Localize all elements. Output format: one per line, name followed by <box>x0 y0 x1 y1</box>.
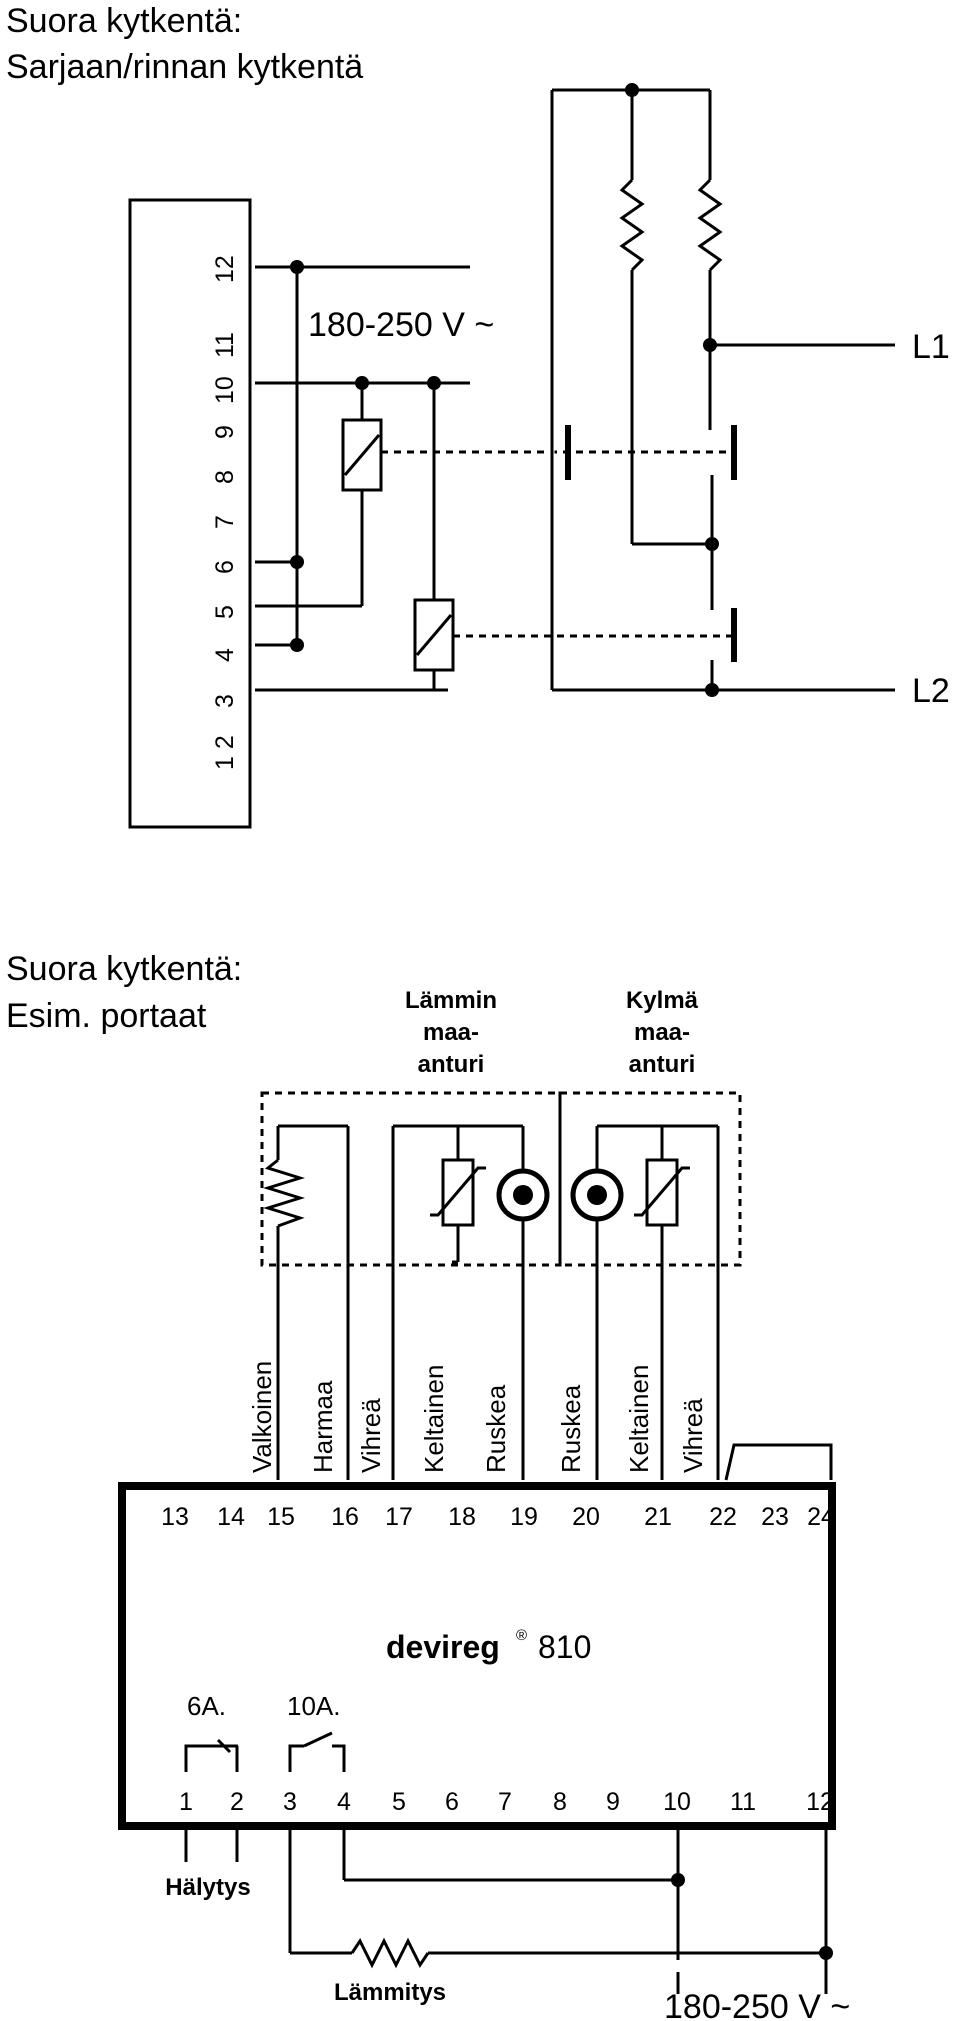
terminal-label: 3 <box>211 694 239 708</box>
warm-sensor-label: maa- <box>423 1019 479 1046</box>
terminal-label: 11 <box>730 1788 756 1816</box>
warm-sensor-box <box>260 1091 562 1267</box>
terminal-label: 24 <box>807 1503 835 1531</box>
terminal-label: 6 <box>211 560 239 574</box>
diagram1-wires <box>255 260 470 692</box>
wire-label: Ruskea <box>481 1384 511 1473</box>
wire-label: Keltainen <box>624 1365 654 1473</box>
terminal-label: 9 <box>211 425 239 439</box>
phase-l1-label: L1 <box>912 328 950 366</box>
alarm-label: Hälytys <box>165 1874 250 1901</box>
wire-label: Vihreä <box>678 1398 708 1473</box>
terminal-strip <box>128 198 252 829</box>
terminal-label: 15 <box>267 1503 295 1531</box>
product-model: 810 <box>538 1629 591 1665</box>
terminal-label: 4 <box>337 1788 351 1816</box>
alarm-relay-contact <box>184 1738 239 1772</box>
diagram1-title-line2: Sarjaan/rinnan kytkentä <box>6 48 363 86</box>
jumper-22-24 <box>724 1443 833 1481</box>
diagram-stairs: Suora kytkentä: Esim. portaat Lämmin maa… <box>6 950 850 2021</box>
wire-label: Valkoinen <box>247 1361 277 1473</box>
terminal-label: 10 <box>211 376 239 404</box>
resistor-zigzag <box>262 1158 306 1228</box>
terminal-label: 7 <box>211 515 239 529</box>
diagram2-title-line1: Suora kytkentä: <box>6 950 242 988</box>
terminal-label: 17 <box>385 1503 413 1531</box>
diagram2-voltage: 180-250 V ~ <box>664 1988 850 2021</box>
terminal-label: 19 <box>510 1503 538 1531</box>
terminal-label: 11 <box>211 332 239 358</box>
relay-6a-label: 6A. <box>187 1691 226 1721</box>
terminal-label: 1 <box>179 1788 193 1816</box>
terminal-label: 2 <box>230 1788 244 1816</box>
wire-label: Ruskea <box>556 1384 586 1473</box>
terminal-label: 20 <box>572 1503 600 1531</box>
terminal-label: 8 <box>211 470 239 484</box>
diagram-series-parallel: Suora kytkentä: Sarjaan/rinnan kytkentä … <box>6 2 950 829</box>
diagram2-title-line2: Esim. portaat <box>6 997 207 1035</box>
terminal-strip-numbers: 1 2 3 4 5 6 7 8 9 10 11 12 <box>211 255 239 770</box>
terminal-label: 12 <box>806 1788 834 1816</box>
heating-element-zigzag <box>697 178 723 272</box>
relay-coil <box>413 598 455 672</box>
cold-sensor-header: Kylmä maa- anturi <box>626 987 699 1078</box>
terminal-label: 23 <box>761 1503 789 1531</box>
sensor-connector <box>570 1168 624 1222</box>
thermistor <box>430 1158 486 1227</box>
external-wiring <box>184 1830 833 1994</box>
heating-label: Lämmitys <box>334 1979 446 2006</box>
heating-cable-zigzag <box>350 1937 430 1969</box>
warm-sensor-header: Lämmin maa- anturi <box>405 987 497 1078</box>
terminal-label: 9 <box>606 1788 620 1816</box>
wire-label: Vihreä <box>356 1398 386 1473</box>
warm-sensor-label: anturi <box>418 1051 485 1078</box>
terminal-label: 5 <box>392 1788 406 1816</box>
sensor-connector <box>496 1168 550 1222</box>
load-circuit <box>549 83 895 697</box>
terminal-label: 6 <box>445 1788 459 1816</box>
product-name: devireg ® 810 <box>386 1627 591 1665</box>
thermistor <box>634 1158 690 1227</box>
top-terminal-numbers: 13 14 15 16 17 18 19 20 21 22 23 24 <box>161 1503 835 1531</box>
product-brand: devireg <box>386 1629 500 1665</box>
cold-sensor-label: anturi <box>629 1051 696 1078</box>
terminal-label: 13 <box>161 1503 189 1531</box>
terminal-label: 3 <box>283 1788 297 1816</box>
devireg-controller <box>118 1482 836 1830</box>
diagram1-title-line1: Suora kytkentä: <box>6 2 242 40</box>
terminal-label: 4 <box>211 648 239 662</box>
terminal-label: 16 <box>331 1503 359 1531</box>
phase-l2-label: L2 <box>912 672 950 710</box>
sensor-wiring <box>262 1124 720 1480</box>
wire-label: Harmaa <box>308 1380 338 1473</box>
diagram1-voltage: 180-250 V ~ <box>308 306 494 344</box>
terminal-label: 14 <box>217 1503 245 1531</box>
terminal-label: 8 <box>553 1788 567 1816</box>
heating-relay-contact <box>288 1731 346 1772</box>
relay-10a-label: 10A. <box>287 1691 341 1721</box>
terminal-label: 5 <box>211 605 239 619</box>
terminal-label: 21 <box>644 1503 672 1531</box>
cold-sensor-box <box>558 1091 742 1267</box>
warm-sensor-label: Lämmin <box>405 987 497 1014</box>
terminal-label: 7 <box>498 1788 512 1816</box>
cold-sensor-label: maa- <box>634 1019 690 1046</box>
registered-mark: ® <box>516 1627 527 1644</box>
relay-coil <box>341 418 383 492</box>
wire-color-labels: Valkoinen Harmaa Vihreä Keltainen Ruskea… <box>247 1361 708 1473</box>
terminal-label: 18 <box>448 1503 476 1531</box>
wire-label: Keltainen <box>419 1365 449 1473</box>
terminal-label: 22 <box>709 1503 737 1531</box>
cold-sensor-label: Kylmä <box>626 987 699 1014</box>
terminal-label: 10 <box>663 1788 691 1816</box>
terminal-label: 12 <box>211 255 239 283</box>
bottom-terminal-numbers: 1 2 3 4 5 6 7 8 9 10 11 12 <box>179 1788 834 1816</box>
terminal-label: 1 2 <box>211 735 239 770</box>
heating-element-zigzag <box>619 178 645 272</box>
